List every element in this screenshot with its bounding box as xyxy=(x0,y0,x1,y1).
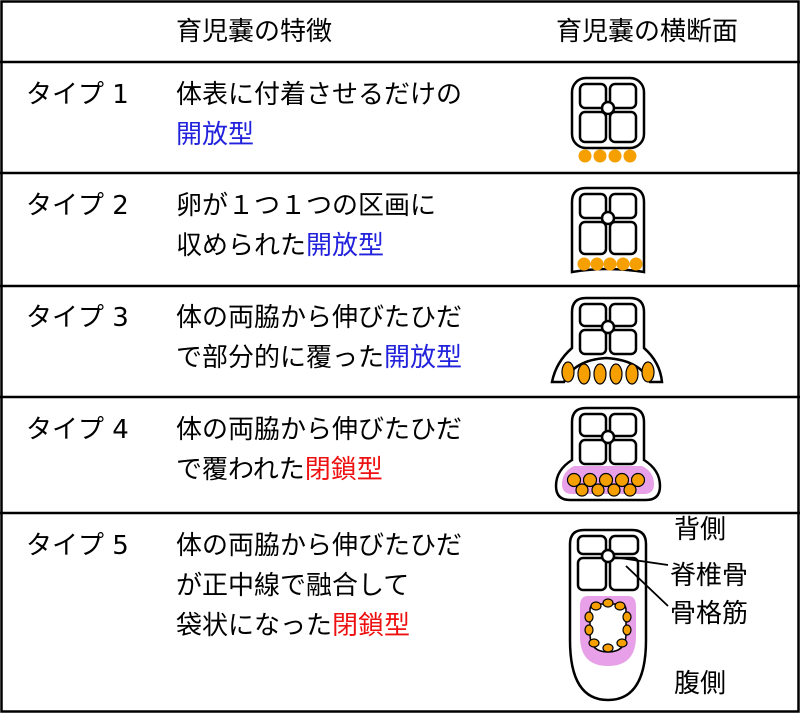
description-line: が正中線で融合して xyxy=(176,566,462,606)
description-text: 体の両脇から伸びたひだ xyxy=(176,531,463,561)
cross-section-type-5 xyxy=(568,528,669,702)
type-2-description: 卵が１つ１つの区画に収められた開放型 xyxy=(176,186,436,266)
muscle-label: 骨格筋 xyxy=(670,599,749,629)
description-line: 体表に付着させるだけの xyxy=(176,75,462,115)
description-line: 体の両脇から伸びたひだ xyxy=(176,526,462,566)
description-line: で覆われた閉鎖型 xyxy=(176,450,462,490)
description-text: で覆われた xyxy=(176,455,305,485)
cross-section-type-2 xyxy=(570,186,646,274)
description-line: で部分的に覆った開放型 xyxy=(176,338,462,378)
type-4-description: 体の両脇から伸びたひだで覆われた閉鎖型 xyxy=(176,410,462,490)
muscle-leader-line xyxy=(625,565,669,607)
ventral-label: 腹側 xyxy=(674,669,727,699)
closed-type-text: 閉鎖型 xyxy=(332,611,411,641)
description-text: 卵が１つ１つの区画に xyxy=(176,191,437,221)
open-type-text: 開放型 xyxy=(306,231,385,261)
dorsal-label: 背側 xyxy=(674,515,727,545)
type-3-description: 体の両脇から伸びたひだで部分的に覆った開放型 xyxy=(176,298,462,378)
type-5-label: タイプ 5 xyxy=(26,531,129,561)
type-3-label: タイプ 3 xyxy=(26,303,129,333)
description-text: 体表に付着させるだけの xyxy=(176,80,463,110)
description-line: 体の両脇から伸びたひだ xyxy=(176,410,462,450)
description-line: 袋状になった閉鎖型 xyxy=(176,606,462,646)
description-text: 袋状になった xyxy=(176,611,333,641)
vertebra-label: 脊椎骨 xyxy=(670,561,749,591)
vertebra-leader-line xyxy=(612,556,669,566)
header-cross-section: 育児嚢の横断面 xyxy=(556,17,739,47)
closed-type-text: 閉鎖型 xyxy=(304,455,383,485)
open-type-text: 開放型 xyxy=(176,120,255,150)
header-features: 育児嚢の特徴 xyxy=(176,17,333,47)
description-text: 収められた xyxy=(176,231,307,261)
open-type-text: 開放型 xyxy=(384,343,463,373)
description-text: 体の両脇から伸びたひだ xyxy=(176,415,463,445)
description-text: 体の両脇から伸びたひだ xyxy=(176,303,463,333)
type-4-label: タイプ 4 xyxy=(26,415,129,445)
description-line: 卵が１つ１つの区画に xyxy=(176,186,436,226)
cross-section-type-1 xyxy=(570,76,646,163)
description-line: 収められた開放型 xyxy=(176,226,436,266)
description-text: で部分的に覆った xyxy=(176,343,385,373)
type-1-description: 体表に付着させるだけの開放型 xyxy=(176,75,462,155)
type-2-label: タイプ 2 xyxy=(26,191,129,221)
description-line: 開放型 xyxy=(176,115,462,155)
description-text: が正中線で融合して xyxy=(176,571,410,601)
description-line: 体の両脇から伸びたひだ xyxy=(176,298,462,338)
type-1-label: タイプ 1 xyxy=(26,80,129,110)
cross-section-type-3 xyxy=(550,296,664,385)
cross-section-type-4 xyxy=(554,406,662,502)
type-5-description: 体の両脇から伸びたひだが正中線で融合して袋状になった閉鎖型 xyxy=(176,526,462,646)
